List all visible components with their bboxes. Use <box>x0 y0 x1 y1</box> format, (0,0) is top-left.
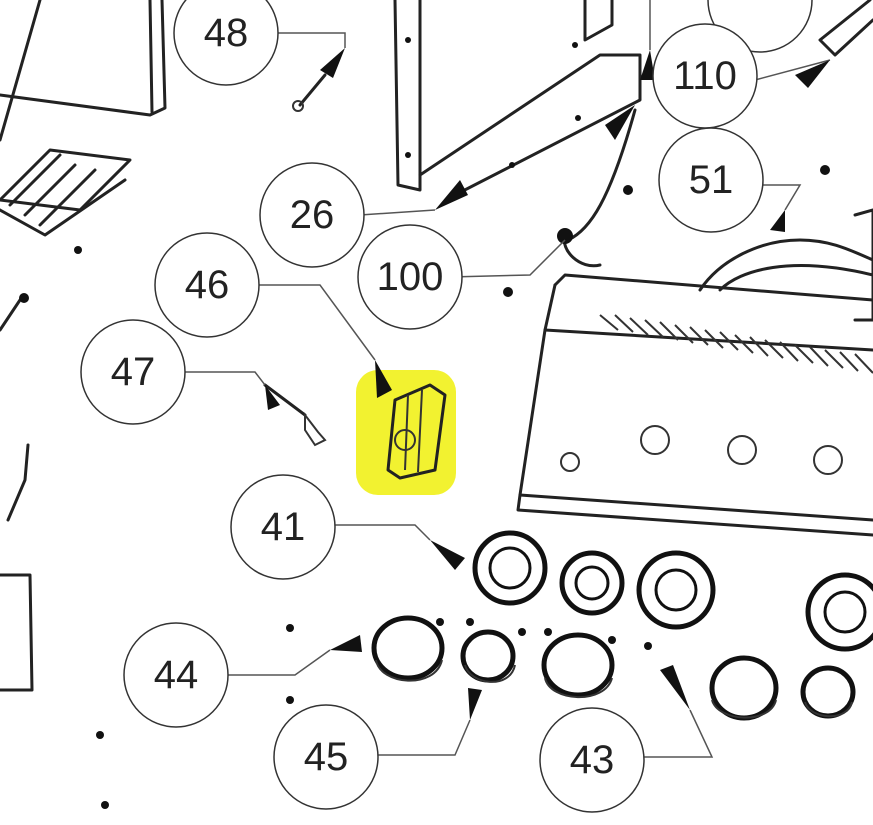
bezel-41-a <box>472 530 548 606</box>
bezel-41-b <box>559 550 625 616</box>
panel-hole <box>560 452 580 472</box>
small-fasteners <box>96 618 652 809</box>
knob-44 <box>371 615 445 682</box>
callout-43-label: 43 <box>570 738 615 782</box>
callout-48: 48 <box>173 0 279 86</box>
bezel-41-c <box>636 550 716 630</box>
callout-41-label: 41 <box>261 505 306 549</box>
knob-mount-hole <box>640 425 670 455</box>
part-46-switch <box>386 383 447 480</box>
callout-51: 51 <box>658 127 764 233</box>
callout-26-label: 26 <box>290 193 335 237</box>
callout-46: 46 <box>154 232 260 338</box>
callout-26: 26 <box>259 162 365 268</box>
callout-46-label: 46 <box>185 263 230 307</box>
callout-43: 43 <box>539 707 645 813</box>
callout-100: 100 <box>357 224 463 330</box>
knob-43-c <box>800 665 856 719</box>
part-48 <box>292 73 327 112</box>
callout-48-label: 48 <box>204 11 249 55</box>
center-frame-part <box>393 0 642 197</box>
left-bracket-part <box>0 148 132 237</box>
control-panel-part <box>516 273 873 537</box>
knob-43-a <box>541 632 615 699</box>
left-panel-part <box>0 0 167 142</box>
callout-44-label: 44 <box>154 653 199 697</box>
callout-45-label: 45 <box>304 735 349 779</box>
leader-lines <box>185 0 831 758</box>
part-47 <box>263 383 327 447</box>
knob-45 <box>460 629 516 683</box>
callout-44: 44 <box>123 622 229 728</box>
callout-47-label: 47 <box>111 350 156 394</box>
knob-mount-hole <box>813 445 843 475</box>
callout-110-label: 110 <box>673 54 737 98</box>
callout-41: 41 <box>230 474 336 580</box>
wire-harness <box>503 108 873 297</box>
knob-mount-hole <box>727 435 757 465</box>
vent-slots <box>599 314 873 374</box>
callout-47: 47 <box>80 319 186 425</box>
right-top-part <box>818 0 873 322</box>
callout-51-label: 51 <box>689 158 734 202</box>
bezel-41-d <box>805 572 873 652</box>
knob-43-b <box>709 655 779 721</box>
callout-110: 110 <box>652 23 758 129</box>
left-edge-fragments <box>0 246 82 692</box>
callout-45: 45 <box>273 704 379 810</box>
callout-100-label: 100 <box>377 255 444 299</box>
arrowheads <box>265 48 830 720</box>
